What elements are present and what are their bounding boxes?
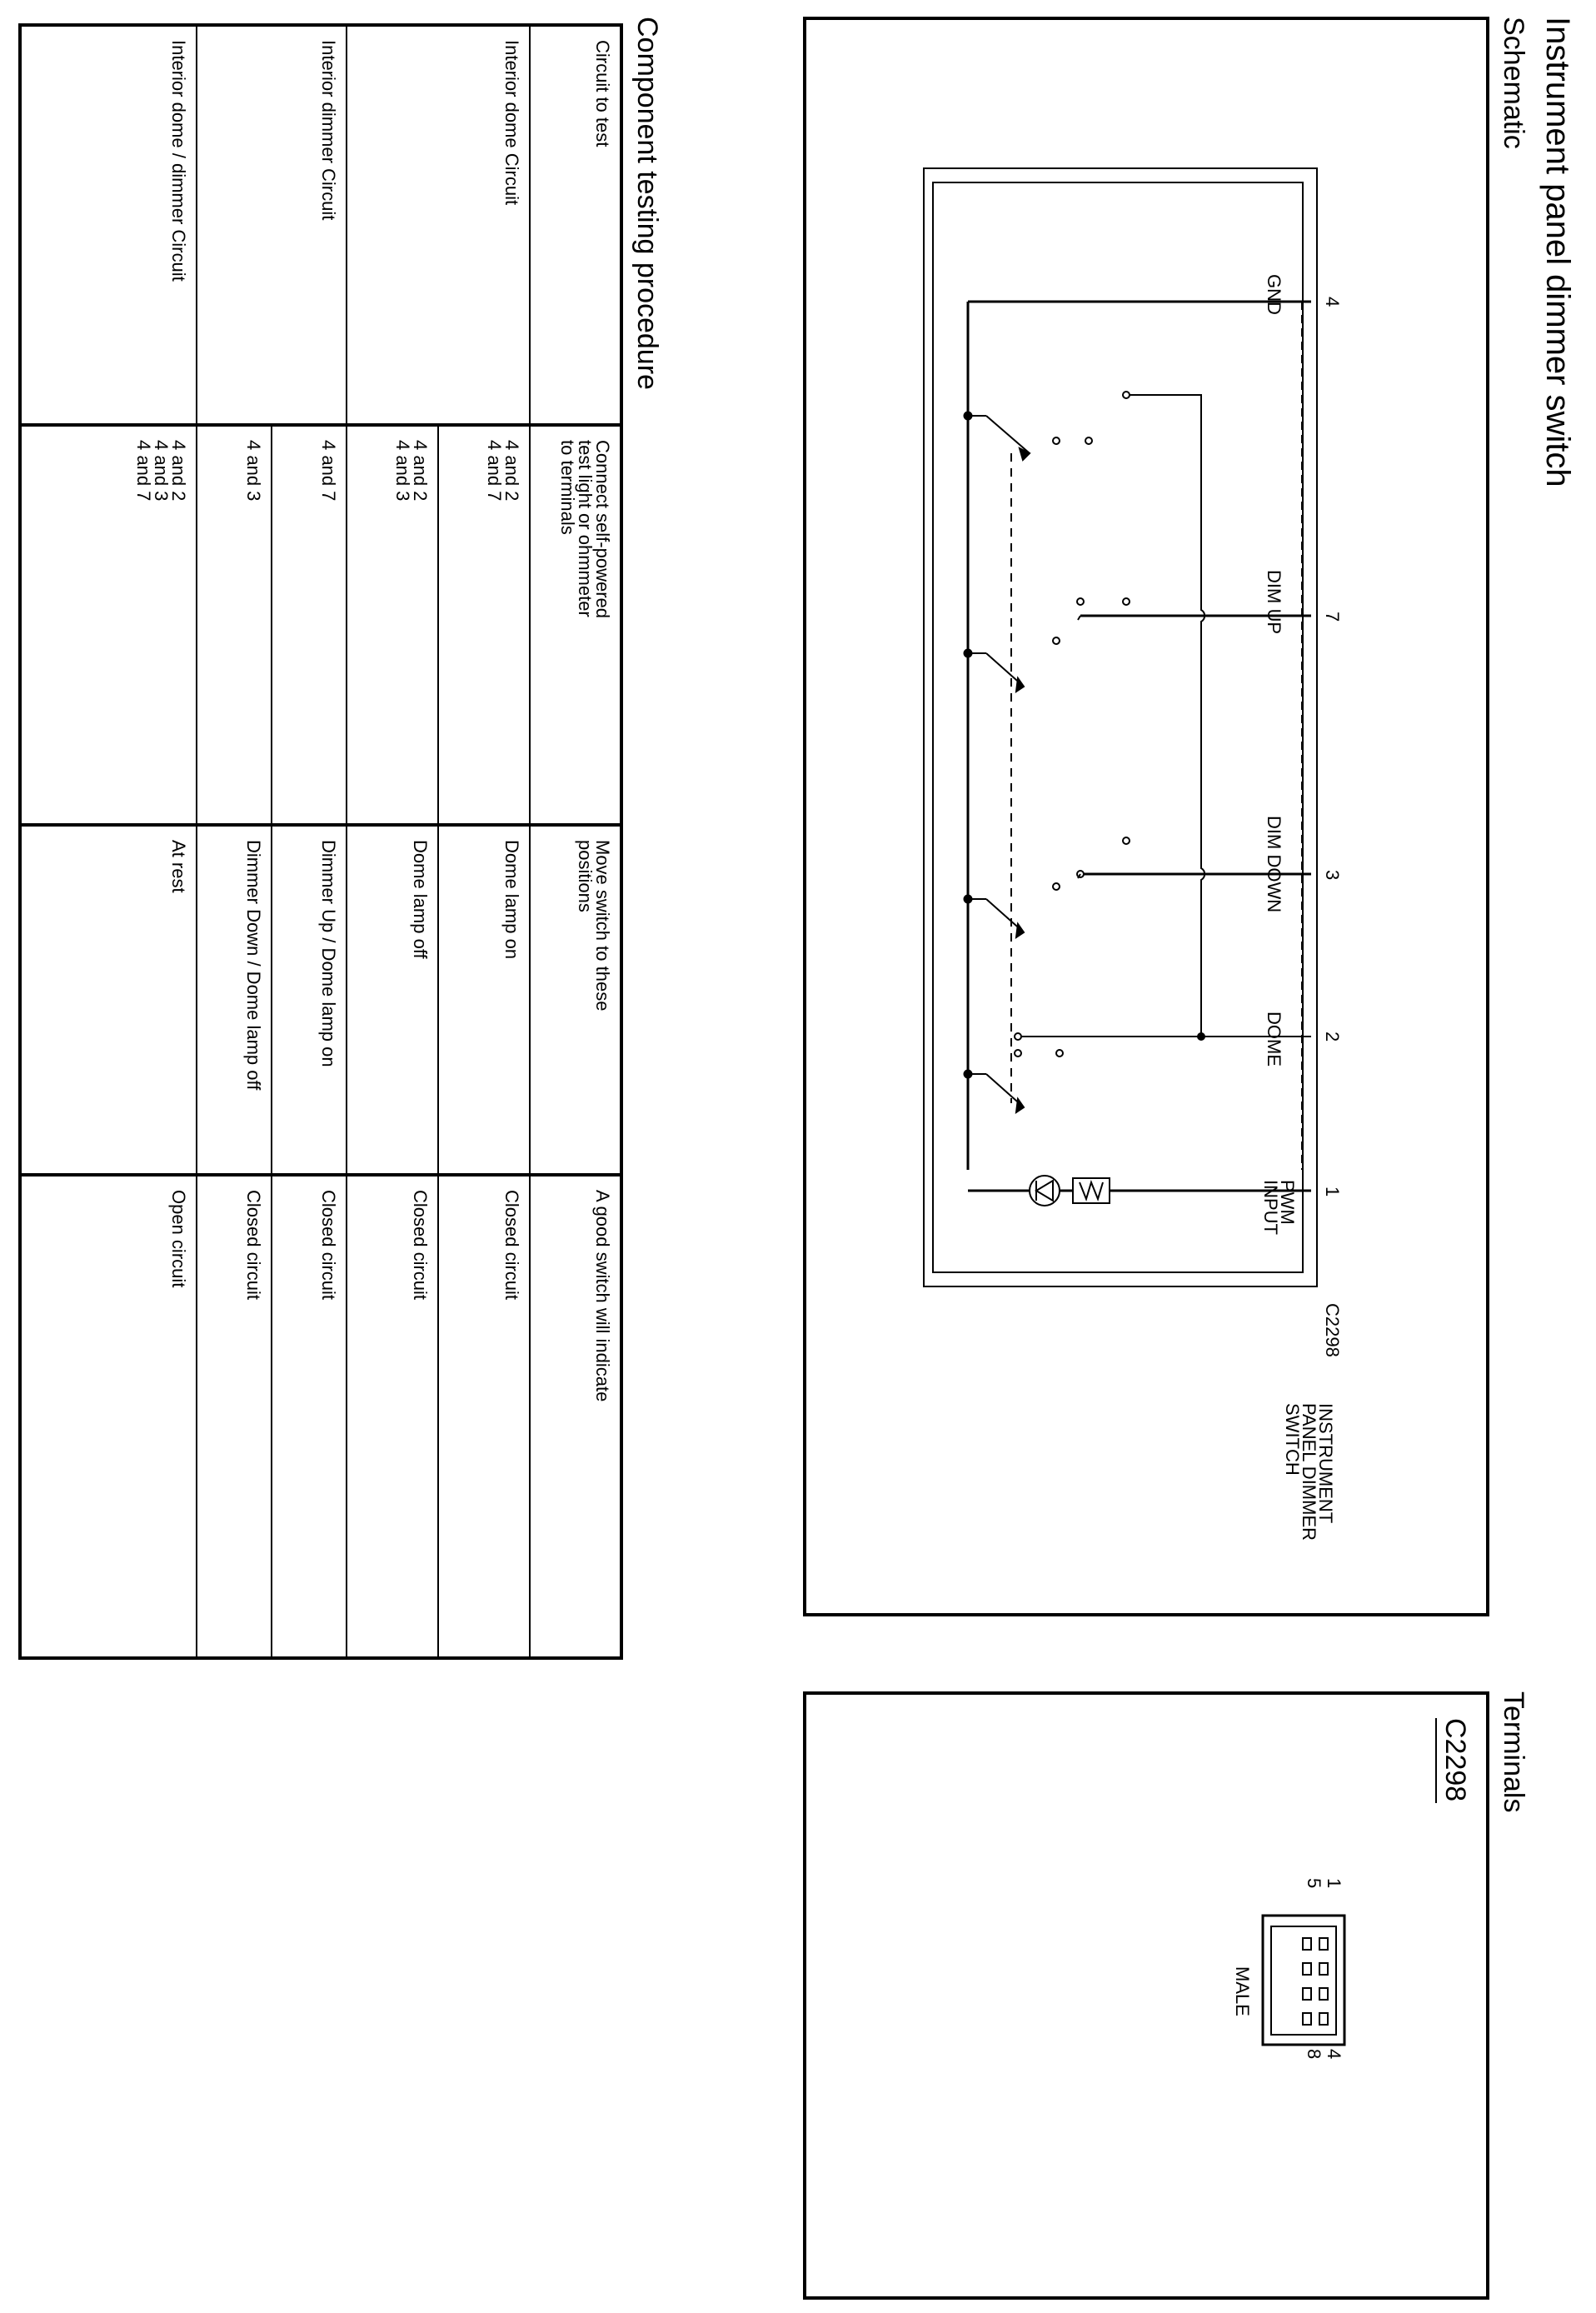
cell-terminals: 4 and 7 [272, 425, 347, 825]
cell-result: Closed circuit [438, 1175, 530, 1658]
procedure-heading: Component testing procedure [631, 17, 663, 390]
connector-pins [1302, 1937, 1329, 2026]
cell-circuit [347, 25, 438, 425]
terminals-heading: Terminals [1498, 1691, 1529, 1813]
pin-8-marker: 8 [1304, 2049, 1324, 2059]
connector-body [1261, 1914, 1346, 2046]
cell-circuit: Interior dome Circuit [438, 25, 530, 425]
cell-position: Dome lamp on [438, 825, 530, 1175]
pin-1-label-line2: INPUT [1260, 1180, 1281, 1235]
cell-terminals: 4 and 2 4 and 7 [438, 425, 530, 825]
cell-result: Open circuit [20, 1175, 197, 1658]
terminals-connector-label: C2298 [1439, 1718, 1471, 1801]
junction-dot [1197, 1032, 1205, 1041]
pin-4-number: 4 [1322, 297, 1343, 307]
header-terminals: Connect self-powered test light or ohmme… [530, 425, 621, 825]
schematic-panel: 4 7 3 2 1 GND DIM UP DIM DOWN DOME PWM I… [803, 17, 1489, 1616]
pin-labels: 4 7 3 2 1 GND DIM UP DIM DOWN DOME PWM I… [1260, 274, 1343, 1541]
component-label-line3: SWITCH [1282, 1403, 1303, 1476]
header-position: Move switch to these positions [530, 825, 621, 1175]
table-row: 4 and 3 Dimmer Down / Dome lamp off Clos… [197, 25, 272, 1658]
cell-circuit [197, 25, 272, 425]
pin-7-label: DIM UP [1264, 570, 1284, 634]
pin-4-label: GND [1264, 274, 1284, 315]
pin-5-marker: 5 [1304, 1878, 1324, 1888]
led-symbol [1029, 1175, 1060, 1206]
cell-position: Dimmer Down / Dome lamp off [197, 825, 272, 1175]
table-row: Interior dome / dimmer Circuit 4 and 2 4… [20, 25, 197, 1658]
table-row: Interior dimmer Circuit 4 and 7 Dimmer U… [272, 25, 347, 1658]
page-title: Instrument panel dimmer switch [1539, 17, 1576, 487]
cell-position: Dimmer Up / Dome lamp on [272, 825, 347, 1175]
cell-circuit: Interior dome / dimmer Circuit [20, 25, 197, 425]
table-row: 4 and 2 4 and 3 Dome lamp off Closed cir… [347, 25, 438, 1658]
pin-2-number: 2 [1322, 1032, 1343, 1042]
switch-contacts [1014, 391, 1130, 1057]
gender-label: MALE [1232, 1966, 1253, 2016]
cell-terminals: 4 and 2 4 and 3 4 and 7 [20, 425, 197, 825]
connector-label: C2298 [1322, 1303, 1343, 1357]
schematic-heading: Schematic [1498, 17, 1529, 149]
cell-result: Closed circuit [197, 1175, 272, 1658]
pin-1-label-line1: PWM [1277, 1180, 1298, 1225]
header-circuit: Circuit to test [530, 25, 621, 425]
component-label-line1: INSTRUMENT [1315, 1403, 1336, 1523]
dome-crossover-wire [1126, 394, 1206, 1038]
schematic-diagram: 4 7 3 2 1 GND DIM UP DIM DOWN DOME PWM I… [923, 167, 1343, 1541]
pivot-dots [963, 411, 973, 1079]
pin-7-number: 7 [1322, 612, 1343, 622]
table-header-row: Circuit to test Connect self-powered tes… [530, 25, 621, 1658]
cell-position: At rest [20, 825, 197, 1175]
pin-1-number: 1 [1322, 1186, 1343, 1196]
cell-terminals: 4 and 2 4 and 3 [347, 425, 438, 825]
pin-3-label: DIM DOWN [1264, 816, 1284, 912]
cell-position: Dome lamp off [347, 825, 438, 1175]
pin-4-marker: 4 [1324, 2049, 1344, 2059]
component-inner-box [932, 182, 1304, 1273]
pin-3-number: 3 [1322, 870, 1343, 880]
pin-2-label: DOME [1264, 1012, 1284, 1067]
cell-circuit: Interior dimmer Circuit [272, 25, 347, 425]
switch-blades [968, 415, 1081, 1115]
component-label-line2: PANEL DIMMER [1299, 1403, 1319, 1541]
header-result: A good switch will indicate [530, 1175, 621, 1658]
cell-terminals: 4 and 3 [197, 425, 272, 825]
resistor-symbol [1072, 1177, 1110, 1204]
table-row: Interior dome Circuit 4 and 2 4 and 7 Do… [438, 25, 530, 1658]
terminals-diagram: C2298 1 5 4 8 MALE [1232, 1718, 1471, 2059]
terminals-panel: C2298 1 5 4 8 MALE [803, 1691, 1489, 2300]
pin-1-marker: 1 [1324, 1878, 1344, 1888]
cell-result: Closed circuit [347, 1175, 438, 1658]
procedure-table: Circuit to test Connect self-powered tes… [18, 23, 623, 1660]
component-outer-box [923, 167, 1318, 1287]
cell-result: Closed circuit [272, 1175, 347, 1658]
